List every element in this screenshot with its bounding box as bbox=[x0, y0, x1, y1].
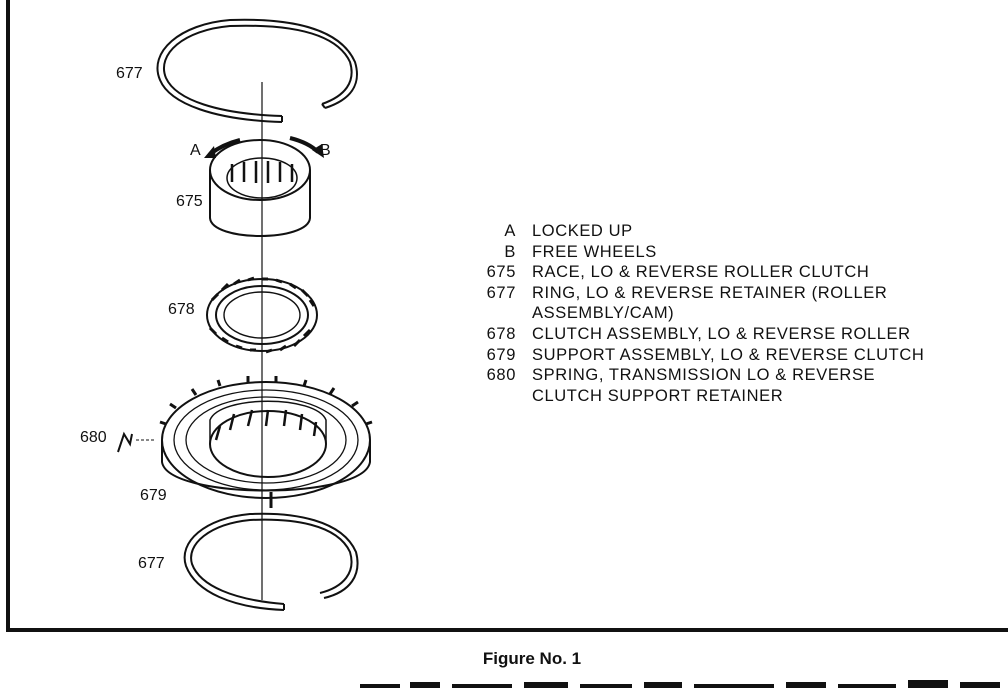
callout-680: 680 bbox=[80, 429, 107, 446]
parts-legend: A LOCKED UP B FREE WHEELS 675 RACE, LO &… bbox=[474, 221, 994, 406]
legend-key: 675 bbox=[486, 263, 516, 282]
callout-677-bottom: 677 bbox=[138, 555, 165, 572]
retainer-ring-bottom bbox=[183, 512, 359, 611]
figure-caption: Figure No. 1 bbox=[0, 649, 1008, 669]
legend-text: FREE WHEELS bbox=[532, 242, 657, 261]
legend-text: CLUTCH ASSEMBLY, LO & REVERSE ROLLER bbox=[532, 324, 911, 343]
callout-678: 678 bbox=[168, 301, 195, 318]
callout-677-top: 677 bbox=[116, 65, 143, 82]
cut-off-text-line bbox=[0, 670, 1008, 688]
legend-key: 677 bbox=[486, 283, 516, 302]
legend-item: 680 SPRING, TRANSMISSION LO & REVERSE CL… bbox=[474, 365, 994, 406]
retainer-spring bbox=[117, 431, 156, 453]
legend-text: LOCKED UP bbox=[532, 222, 633, 240]
legend-item: 678 CLUTCH ASSEMBLY, LO & REVERSE ROLLER bbox=[474, 324, 994, 345]
legend-item: 677 RING, LO & REVERSE RETAINER (ROLLER … bbox=[474, 283, 994, 324]
retainer-ring-top bbox=[156, 18, 358, 123]
legend-key: B bbox=[504, 242, 516, 261]
legend-item: 679 SUPPORT ASSEMBLY, LO & REVERSE CLUTC… bbox=[474, 345, 994, 366]
legend-item: B FREE WHEELS bbox=[474, 242, 994, 263]
legend-key: 679 bbox=[486, 345, 516, 364]
callout-a: A bbox=[190, 142, 201, 159]
legend-item: 675 RACE, LO & REVERSE ROLLER CLUTCH bbox=[474, 262, 994, 283]
legend-text: SPRING, TRANSMISSION LO & REVERSE CLUTCH… bbox=[532, 366, 876, 405]
race-roller-clutch bbox=[209, 139, 311, 237]
callout-b: B bbox=[320, 142, 331, 159]
callout-679: 679 bbox=[140, 487, 167, 504]
legend-text: RING, LO & REVERSE RETAINER (ROLLER ASSE… bbox=[532, 283, 888, 323]
exploded-view-diagram: 677 A B 675 678 680 679 677 bbox=[80, 18, 373, 611]
figure-frame bbox=[6, 0, 1008, 632]
legend-key: 678 bbox=[486, 324, 516, 343]
roller-clutch-assembly bbox=[206, 276, 318, 354]
clutch-support-assembly bbox=[159, 376, 373, 508]
callout-675: 675 bbox=[176, 193, 203, 210]
figure-caption-text: Figure No. 1 bbox=[482, 649, 582, 668]
legend-text: RACE, LO & REVERSE ROLLER CLUTCH bbox=[532, 263, 870, 282]
legend-key: A bbox=[504, 222, 516, 240]
legend-text: SUPPORT ASSEMBLY, LO & REVERSE CLUTCH bbox=[532, 345, 925, 364]
legend-item: A LOCKED UP bbox=[474, 221, 994, 242]
legend-key: 680 bbox=[486, 366, 516, 385]
